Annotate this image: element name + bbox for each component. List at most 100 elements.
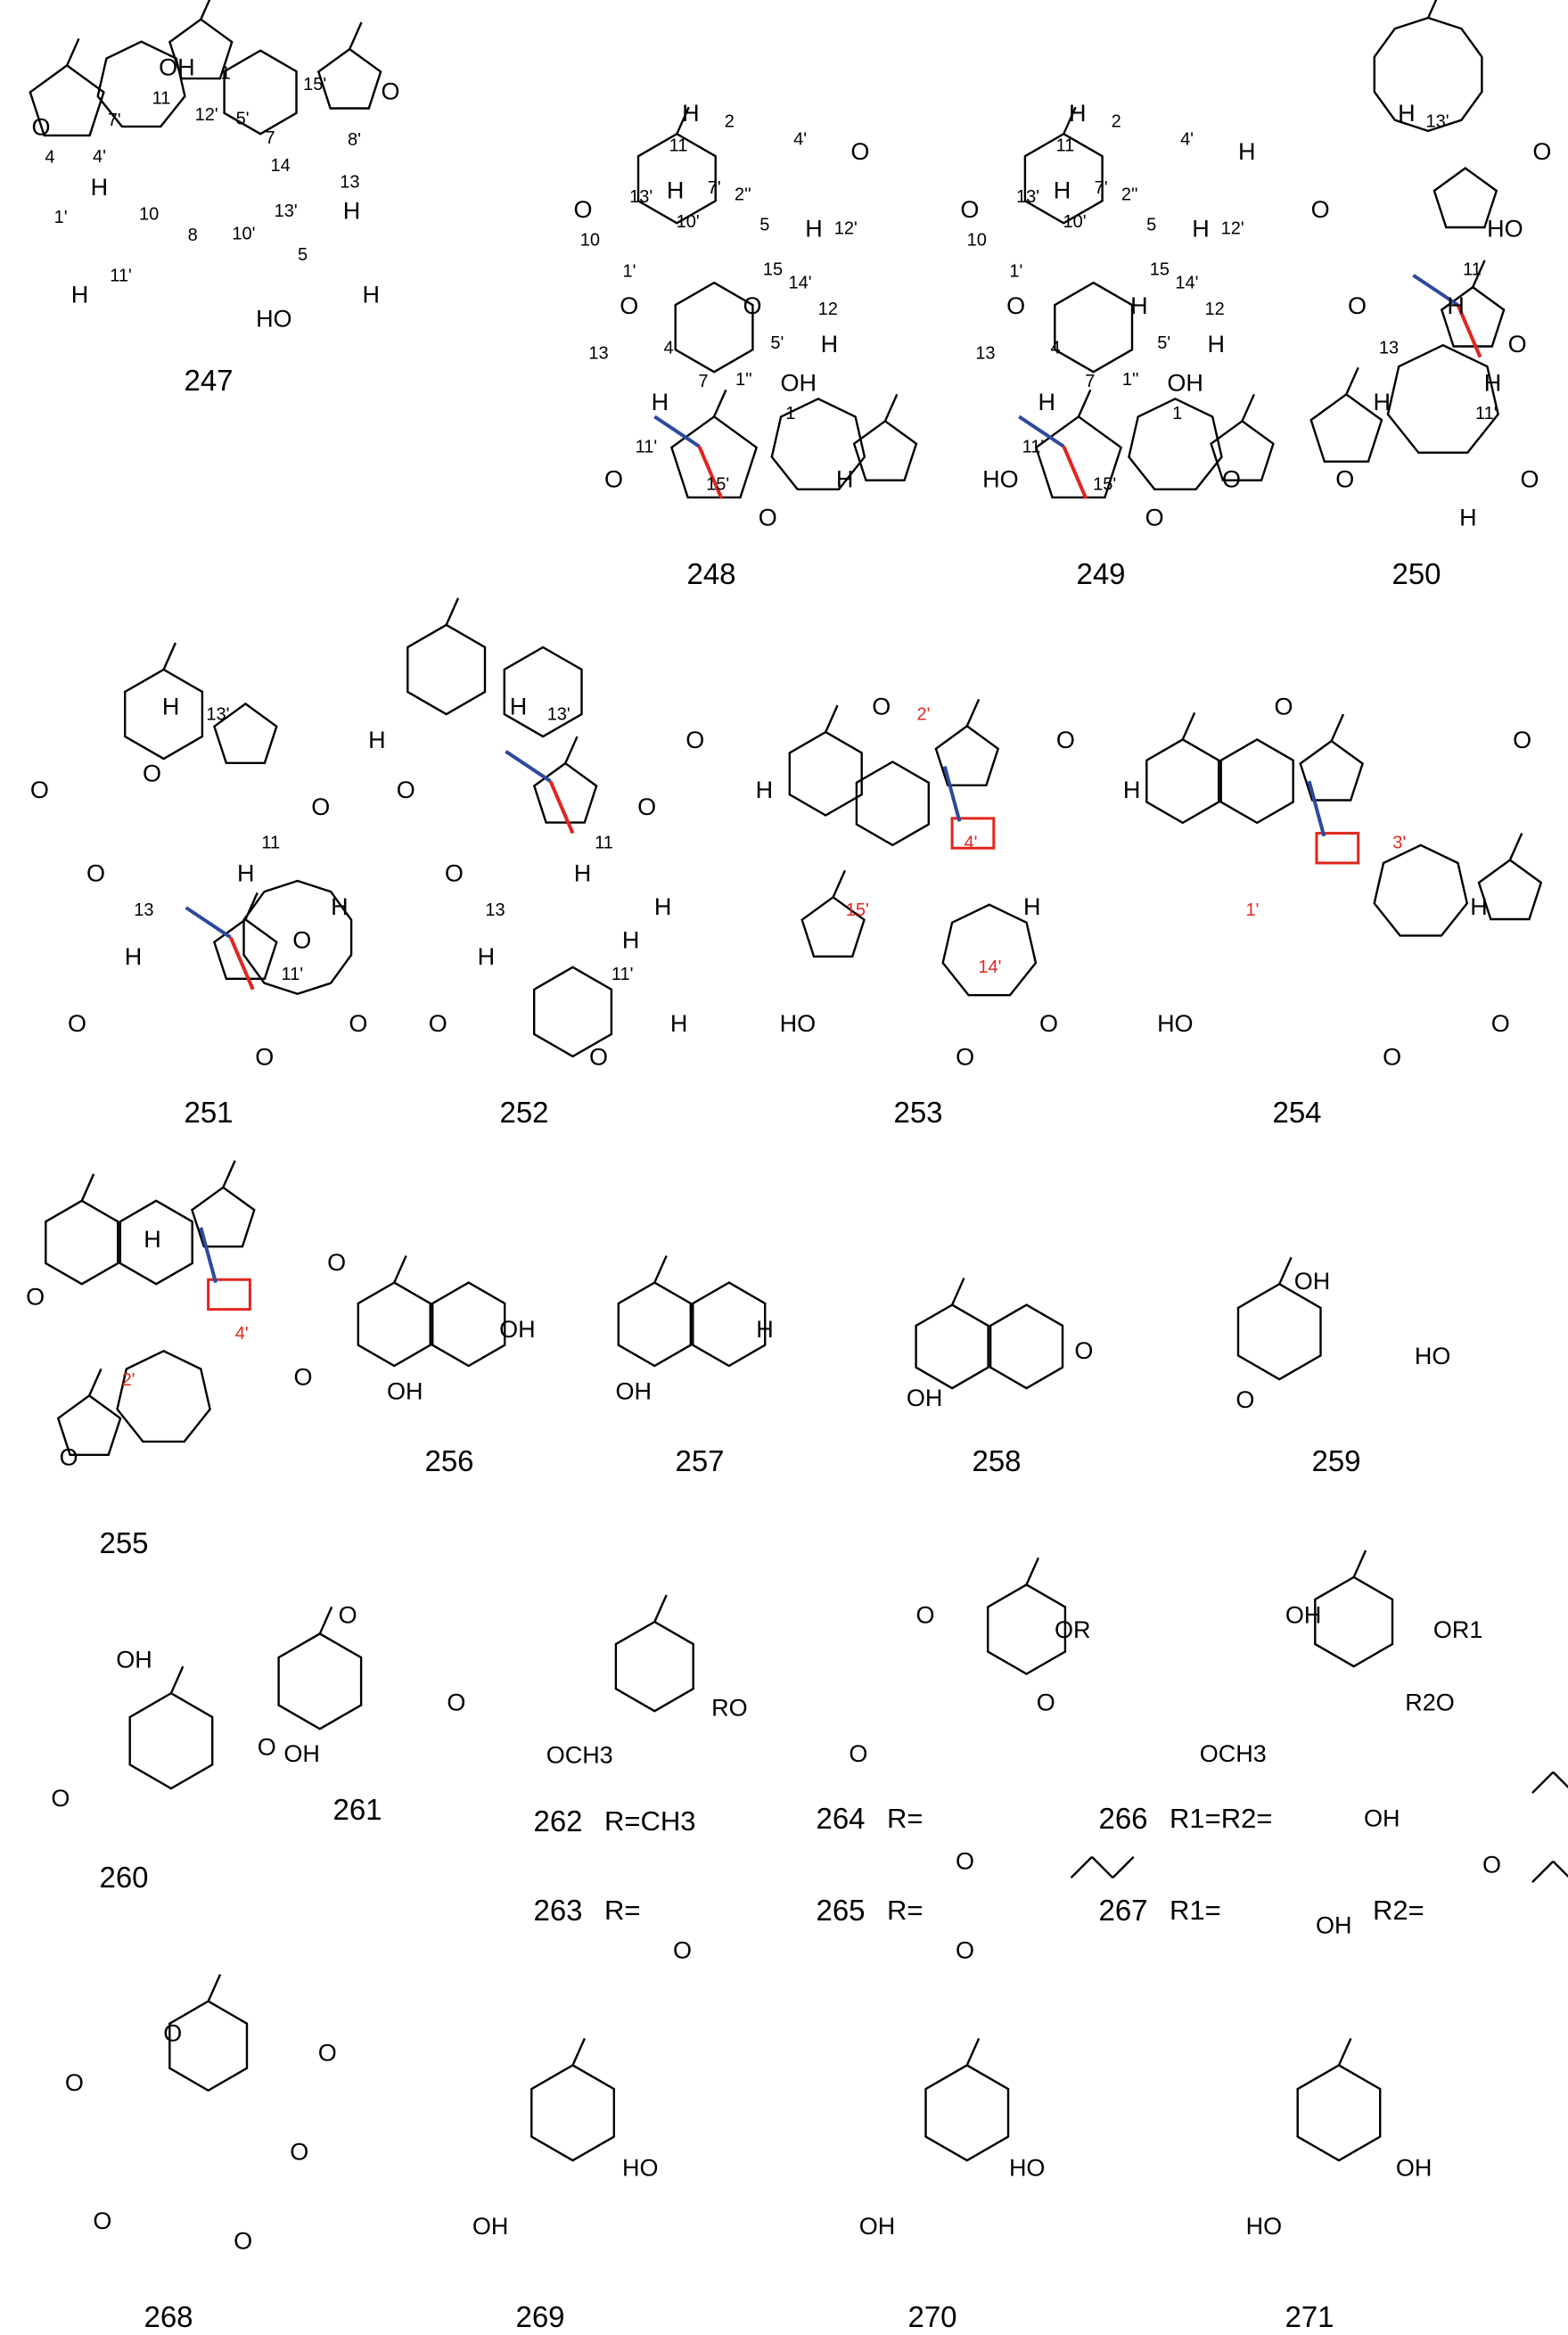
atom-number: 11 (1463, 260, 1482, 280)
atom-number: 10 (580, 231, 600, 251)
ring-257-0 (617, 1281, 692, 1368)
atom-label: H (144, 1226, 161, 1253)
atom-label: OCH3 (1200, 1740, 1267, 1767)
atom-label: OH (907, 1385, 943, 1411)
atom-number: 5' (236, 110, 250, 129)
atom-number: 7' (108, 111, 121, 130)
atom-label: H (1054, 177, 1071, 203)
atom-number: 13' (629, 187, 653, 207)
compound-label-269: 269 (515, 2300, 565, 2333)
methyl-bond-255 (80, 1173, 95, 1202)
ring-249-1 (1054, 281, 1134, 374)
atom-label: H (125, 943, 143, 970)
ring-262-0 (614, 1620, 694, 1713)
atom-label: O (960, 196, 979, 223)
methyl-bond-258 (950, 1278, 965, 1306)
atom-label: O (51, 1785, 70, 1812)
atom-label: H (1447, 292, 1465, 319)
atom-label: H (162, 694, 180, 720)
atom-label: OH (616, 1377, 653, 1404)
atom-label: O (916, 1601, 935, 1628)
rgroup-264-oxygen: O (956, 1847, 975, 1875)
methyl-bond-249 (1241, 393, 1255, 422)
ring-257-1 (692, 1281, 767, 1368)
ring-249-2 (1034, 415, 1123, 499)
atom-number: 12 (1205, 300, 1225, 319)
cyclobutane-255 (207, 1278, 251, 1311)
atom-number: 4 (45, 147, 54, 167)
atom-label: O (759, 505, 777, 531)
atom-label: O (349, 1010, 367, 1037)
atom-number: 1' (1009, 261, 1022, 281)
atom-label: O (685, 727, 704, 753)
ring-259-0 (1236, 1282, 1322, 1381)
atom-number: 2' (122, 1370, 135, 1390)
atom-number: 4 (1050, 338, 1060, 358)
atom-number: 4' (793, 130, 807, 150)
ring-252-1 (503, 645, 583, 738)
atom-number: 7' (708, 178, 721, 198)
atom-label: H (622, 926, 640, 953)
ring-254-0 (1145, 738, 1220, 825)
atom-label: O (1383, 1043, 1401, 1070)
atom-label: O (604, 465, 623, 492)
atom-label: H (1038, 389, 1055, 415)
methyl-bond-271 (1337, 2037, 1352, 2066)
atom-label: O (31, 114, 50, 141)
atom-number: 12' (195, 105, 218, 125)
atom-number: 5' (770, 333, 784, 353)
atom-number: 1'' (735, 370, 752, 390)
atom-number: 5 (298, 245, 308, 265)
atom-label: OR (1055, 1616, 1091, 1643)
methyl-bond-248 (712, 389, 727, 417)
atom-label: H (1192, 216, 1210, 243)
atom-label: O (1074, 1337, 1093, 1364)
atom-number: 7' (1095, 178, 1108, 198)
atom-label: OH (116, 1646, 152, 1673)
atom-label: O (163, 2019, 182, 2046)
highlight-blue-bond-254 (1307, 780, 1326, 837)
methyl-bond-247 (200, 0, 211, 21)
atom-label: H (682, 100, 700, 127)
atom-number: 14' (1175, 273, 1198, 292)
atom-number: 10 (967, 231, 987, 251)
atom-label: O (637, 793, 656, 820)
atom-number: 13' (275, 201, 298, 221)
atom-number: 1 (785, 404, 795, 423)
rgroup-bond (1552, 1860, 1568, 1879)
methyl-bond-255 (222, 1160, 236, 1188)
atom-label: O (1348, 292, 1367, 319)
atom-number: 7 (265, 128, 275, 148)
atom-label: HO (780, 1010, 817, 1037)
atom-label: O (311, 793, 330, 820)
atom-label: H (1484, 369, 1502, 396)
methyl-bond-256 (393, 1255, 407, 1284)
ring-260-0 (128, 1691, 214, 1790)
rgroup-266: R1=R2= (1170, 1803, 1273, 1834)
atom-number: 11' (636, 438, 658, 457)
atom-label: OR1 (1433, 1616, 1483, 1643)
atom-label: O (290, 2139, 308, 2166)
atom-number: 10' (677, 212, 700, 232)
atom-number: 11 (669, 136, 688, 155)
ring-253-2 (934, 724, 1000, 786)
highlight-blue-bond-249 (1018, 415, 1065, 448)
atom-number: 5' (1157, 333, 1170, 353)
atom-number: 13 (975, 344, 995, 364)
ring-266-0 (1314, 1575, 1394, 1668)
atom-number: 1' (622, 261, 636, 281)
atom-label: HO (1487, 216, 1523, 243)
atom-label: O (429, 1010, 447, 1037)
methyl-bond-264 (1025, 1557, 1039, 1585)
highlight-red-bond-248 (697, 445, 724, 499)
methyl-bond-249 (1077, 389, 1092, 417)
rgroup-bond (1091, 1855, 1114, 1879)
ring-254-3 (1373, 843, 1469, 937)
atom-label: O (1056, 727, 1075, 753)
highlight-red-bond-252 (548, 780, 575, 835)
ring-256-1 (431, 1281, 506, 1368)
atom-label: O (850, 138, 869, 165)
cyclobutane-254 (1315, 832, 1360, 865)
ring-250-0 (1373, 16, 1483, 133)
